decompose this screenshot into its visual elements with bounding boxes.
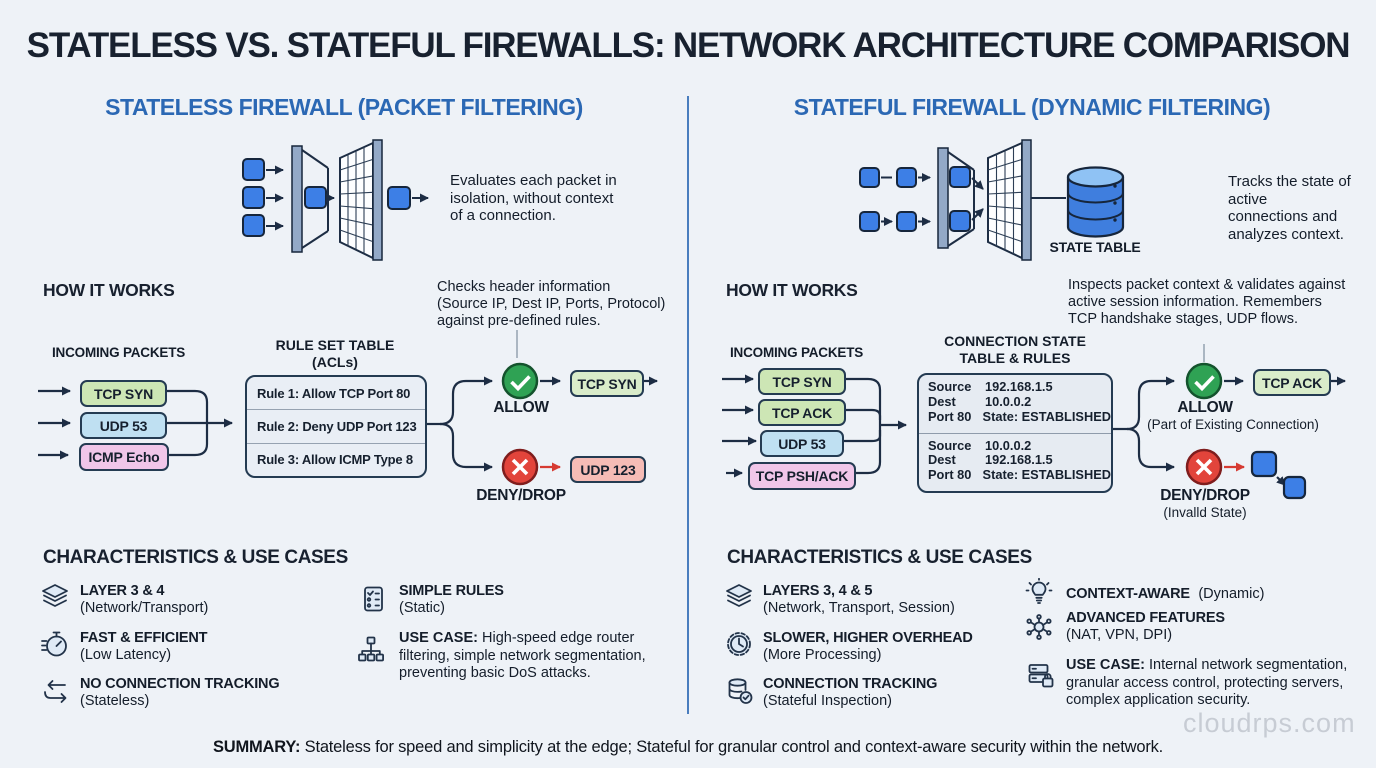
state-table-label: STATE TABLE [1049,239,1141,255]
right-use-case: USE CASE: Internal network segmentation,… [1066,657,1348,709]
lightbulb-icon [1025,578,1053,604]
denied-packet-box: UDP 123 [570,456,646,483]
trait-context-aware: CONTEXT-AWARE (Dynamic) [1066,586,1265,602]
deny-sublabel: (Invalld State) [1163,505,1247,520]
allowed-packet-box: TCP ACK [1253,369,1331,396]
packet-box-tcp-ack: TCP ACK [758,399,846,426]
trait-slower-overhead: SLOWER, HIGHER OVERHEAD (More Processing… [763,630,973,664]
watermark: cloudrps.com [1183,708,1356,738]
rule-row: Rule 2: Deny UDP Port 123 [247,409,425,442]
layers-icon [726,584,752,607]
right-characteristics-heading: CHARACTERISTICS & USE CASES [727,547,1032,568]
packet-box-udp-53: UDP 53 [80,412,167,439]
right-intro-caption: Tracks the state of active connections a… [1228,173,1351,244]
packet-box-udp-53: UDP 53 [760,430,844,457]
left-checks-note: Checks header information (Source IP, De… [437,279,666,330]
trait-layers-3-4-5: LAYERS 3, 4 & 5 (Network, Transport, Ses… [763,583,955,617]
right-section-header: STATEFUL FIREWALL (DYNAMIC FILTERING) [793,94,1271,120]
allowed-packet-box: TCP SYN [570,370,644,397]
trait-connection-tracking: CONNECTION TRACKING (Stateful Inspection… [763,676,938,710]
page-title: STATELESS VS. STATEFUL FIREWALLS: NETWOR… [26,26,1351,65]
summary-text: SUMMARY: Stateless for speed and simplic… [212,738,1164,756]
left-intro-caption: Evaluates each packet in isolation, with… [450,172,617,225]
left-how-it-works-heading: HOW IT WORKS [43,280,175,300]
stateless-firewall-graphic [242,139,429,261]
checklist-icon [364,586,383,612]
allow-label: ALLOW [493,399,549,416]
deny-label: DENY/DROP [476,487,566,504]
right-how-it-works-heading: HOW IT WORKS [726,280,858,300]
rule-set-table: Rule 1: Allow TCP Port 80 Rule 2: Deny U… [245,375,427,478]
state-table-cylinder-icon [1066,166,1125,238]
rule-row: Rule 3: Allow ICMP Type 8 [247,442,425,476]
clock-icon [727,632,751,656]
rule-set-table-title: RULE SET TABLE (ACLs) [275,337,395,370]
trait-fast-efficient: FAST & EFFICIENT (Low Latency) [80,630,208,664]
swap-arrows-icon [44,680,67,703]
allow-label: ALLOW [1177,399,1233,416]
column-divider [687,96,689,714]
right-checks-note: Inspects packet context & validates agai… [1068,277,1346,328]
rule-row: Rule 1: Allow TCP Port 80 [257,385,411,401]
molecule-icon [1026,614,1052,640]
right-incoming-packets-label: INCOMING PACKETS [730,345,864,360]
left-characteristics-heading: CHARACTERISTICS & USE CASES [43,547,348,568]
layers-icon [42,584,68,607]
left-section-header: STATELESS FIREWALL (PACKET FILTERING) [105,94,583,120]
allow-check-icon [501,362,539,400]
packet-box-tcp-psh-ack: TCP PSH/ACK [748,462,856,490]
allow-sublabel: (Part of Existing Connection) [1147,417,1319,432]
server-lock-icon [1028,664,1054,688]
trait-layer-3-4: LAYER 3 & 4 (Network/Transport) [80,583,209,617]
database-check-icon [728,678,753,704]
packet-box-tcp-syn: TCP SYN [80,380,167,407]
left-flow-connectors [38,330,658,486]
trait-simple-rules: SIMPLE RULES (Static) [399,583,504,617]
trait-no-connection-tracking: NO CONNECTION TRACKING (Stateless) [80,676,280,710]
allow-check-icon [1185,362,1223,400]
packet-box-icmp-echo: ICMP Echo [79,443,169,471]
left-use-case: USE CASE: High-speed edge router filteri… [399,630,646,682]
deny-label: DENY/DROP [1160,487,1250,504]
left-incoming-packets-label: INCOMING PACKETS [52,345,186,360]
connection-state-table-title: CONNECTION STATE TABLE & RULES [944,333,1086,366]
packet-box-tcp-syn: TCP SYN [758,368,846,395]
stateful-firewall-graphic [859,139,1125,261]
trait-advanced-features: ADVANCED FEATURES (NAT, VPN, DPI) [1066,610,1225,644]
network-tree-icon [358,636,385,662]
stopwatch-icon [41,631,67,657]
right-flow-connectors [722,344,1346,500]
